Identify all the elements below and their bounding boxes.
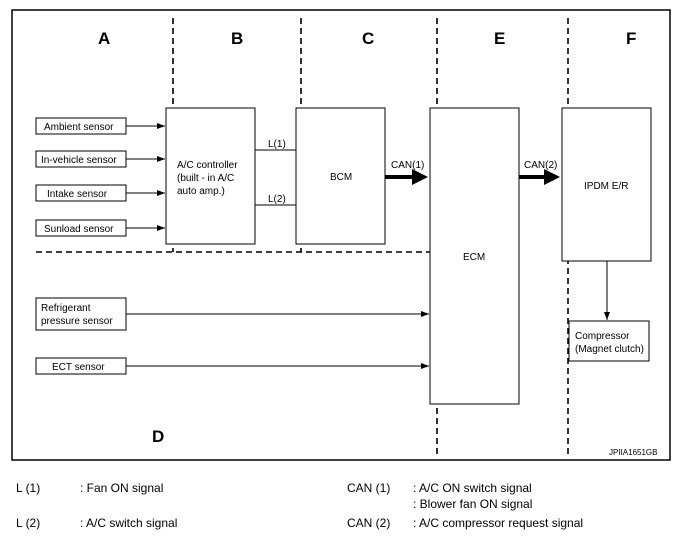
l2-signal-label: L(2)	[268, 194, 286, 205]
compressor-box	[568, 320, 650, 362]
legend-can1-desc-2: : Blower fan ON signal	[413, 497, 533, 511]
compressor-label-2: (Magnet clutch)	[575, 344, 644, 355]
ecm-label: ECM	[463, 252, 485, 263]
legend-can2-key: CAN (2)	[347, 516, 391, 530]
bcm-label: BCM	[330, 172, 352, 183]
figure-reference: JPIIA1651GB	[609, 448, 657, 457]
ect-sensor-label: ECT sensor	[52, 362, 105, 373]
ac-controller-label-2: (built - in A/C	[177, 173, 234, 184]
zone-label-f: F	[626, 29, 636, 48]
in-vehicle-sensor-label: In-vehicle sensor	[41, 155, 117, 166]
refrigerant-sensor-label-1: Refrigerant	[41, 303, 91, 314]
sunload-sensor-label: Sunload sensor	[44, 224, 114, 235]
legend-can1-key: CAN (1)	[347, 481, 391, 495]
ac-controller-label-3: auto amp.)	[177, 186, 225, 197]
legend-can2-desc: : A/C compressor request signal	[413, 516, 584, 530]
compressor-label-1: Compressor	[575, 331, 630, 342]
legend-l1-desc: : Fan ON signal	[80, 481, 164, 495]
system-diagram: A B C E F D Ambient sensor In-vehicle se…	[11, 9, 671, 461]
l1-signal-label: L(1)	[268, 139, 286, 150]
can1-signal-label: CAN(1)	[391, 160, 424, 171]
can2-signal-label: CAN(2)	[524, 160, 557, 171]
intake-sensor-label: Intake sensor	[47, 189, 108, 200]
zone-label-b: B	[231, 29, 243, 48]
zone-label-e: E	[494, 29, 505, 48]
legend-l2-desc: : A/C switch signal	[80, 516, 178, 530]
ac-controller-label-1: A/C controller	[177, 160, 238, 171]
bcm-box	[295, 107, 386, 245]
zone-label-a: A	[98, 29, 110, 48]
ac-controller-box	[165, 107, 256, 245]
ecm-box	[429, 107, 520, 405]
ipdm-label: IPDM E/R	[584, 181, 628, 192]
legend-l1-key: L (1)	[16, 481, 41, 495]
ambient-sensor-label: Ambient sensor	[44, 122, 114, 133]
legend-can1-desc-1: : A/C ON switch signal	[413, 481, 532, 495]
zone-label-c: C	[362, 29, 374, 48]
legend-l2-key: L (2)	[16, 516, 41, 530]
refrigerant-sensor-box	[35, 297, 127, 331]
diagram-frame	[11, 9, 671, 461]
zone-label-d: D	[152, 427, 164, 446]
refrigerant-sensor-label-2: pressure sensor	[41, 316, 113, 327]
